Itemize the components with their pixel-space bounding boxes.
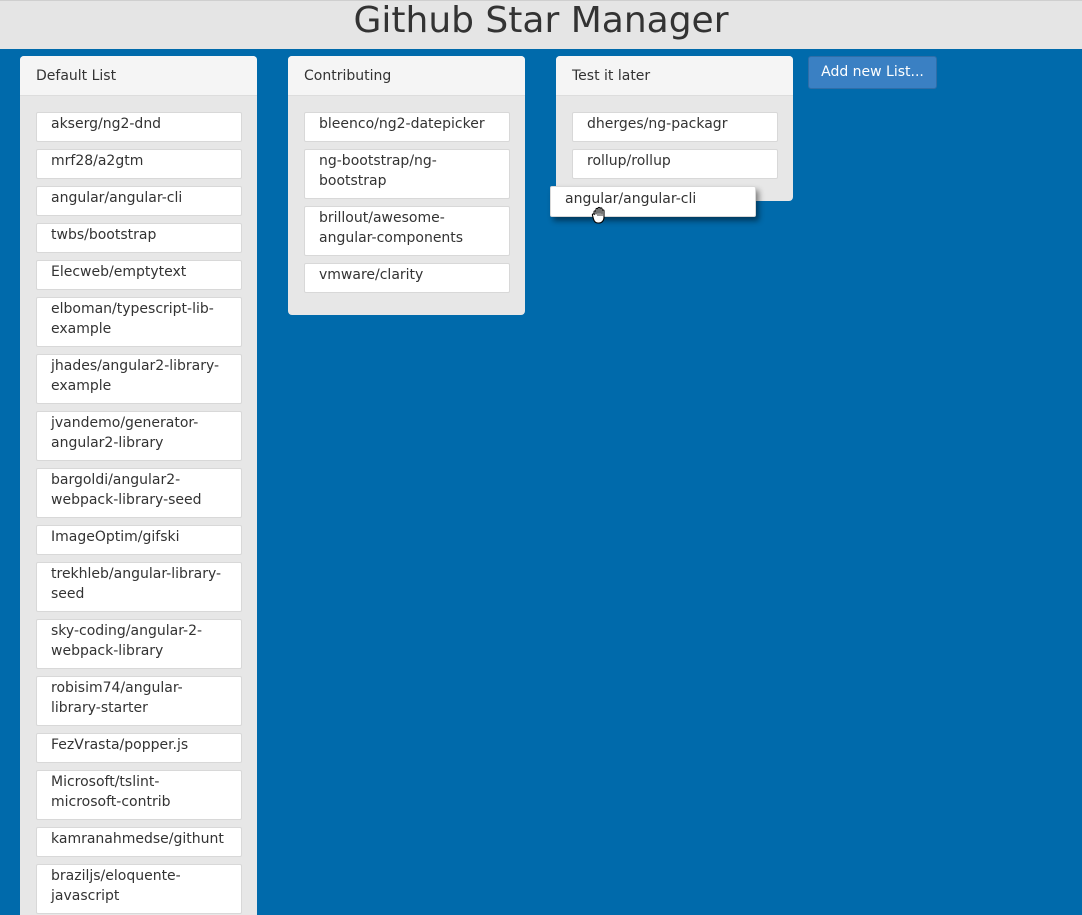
page-title: Github Star Manager — [353, 0, 729, 41]
repo-card[interactable]: brillout/awesome-angular-components — [304, 206, 510, 256]
dragging-repo-card[interactable]: angular/angular-cli — [550, 186, 756, 217]
list-title: Contributing — [288, 56, 525, 96]
list-title: Test it later — [556, 56, 793, 96]
repo-card[interactable]: kamranahmedse/githunt — [36, 827, 242, 857]
list-body: bleenco/ng2-datepicker ng-bootstrap/ng-b… — [288, 96, 525, 293]
repo-card[interactable]: Microsoft/tslint-microsoft-contrib — [36, 770, 242, 820]
repo-card[interactable]: ng-bootstrap/ng-bootstrap — [304, 149, 510, 199]
list-default: Default List akserg/ng2-dnd mrf28/a2gtm … — [20, 56, 257, 915]
repo-card[interactable]: ImageOptim/gifski — [36, 525, 242, 555]
grab-hand-icon — [591, 206, 605, 224]
list-body: dherges/ng-packagr rollup/rollup — [556, 96, 793, 179]
repo-card[interactable]: Elecweb/emptytext — [36, 260, 242, 290]
app-header: Github Star Manager — [0, 0, 1082, 49]
repo-card[interactable]: bargoldi/angular2-webpack-library-seed — [36, 468, 242, 518]
repo-card[interactable]: trekhleb/angular-library-seed — [36, 562, 242, 612]
repo-card[interactable]: elboman/typescript-lib-example — [36, 297, 242, 347]
repo-card[interactable]: FezVrasta/popper.js — [36, 733, 242, 763]
list-test-it-later: Test it later dherges/ng-packagr rollup/… — [556, 56, 793, 201]
repo-card[interactable]: sky-coding/angular-2-webpack-library — [36, 619, 242, 669]
repo-card[interactable]: twbs/bootstrap — [36, 223, 242, 253]
repo-card[interactable]: vmware/clarity — [304, 263, 510, 293]
repo-card[interactable]: rollup/rollup — [572, 149, 778, 179]
list-contributing: Contributing bleenco/ng2-datepicker ng-b… — [288, 56, 525, 315]
repo-card[interactable]: jhades/angular2-library-example — [36, 354, 242, 404]
repo-card[interactable]: robisim74/angular-library-starter — [36, 676, 242, 726]
list-title: Default List — [20, 56, 257, 96]
repo-card[interactable]: jvandemo/generator-angular2-library — [36, 411, 242, 461]
add-new-list-button[interactable]: Add new List... — [808, 56, 937, 89]
repo-card[interactable]: akserg/ng2-dnd — [36, 112, 242, 142]
repo-card[interactable]: dherges/ng-packagr — [572, 112, 778, 142]
repo-card[interactable]: bleenco/ng2-datepicker — [304, 112, 510, 142]
list-body: akserg/ng2-dnd mrf28/a2gtm angular/angul… — [20, 96, 257, 914]
repo-card[interactable]: mrf28/a2gtm — [36, 149, 242, 179]
repo-card[interactable]: angular/angular-cli — [36, 186, 242, 216]
repo-card[interactable]: braziljs/eloquente-javascript — [36, 864, 242, 914]
